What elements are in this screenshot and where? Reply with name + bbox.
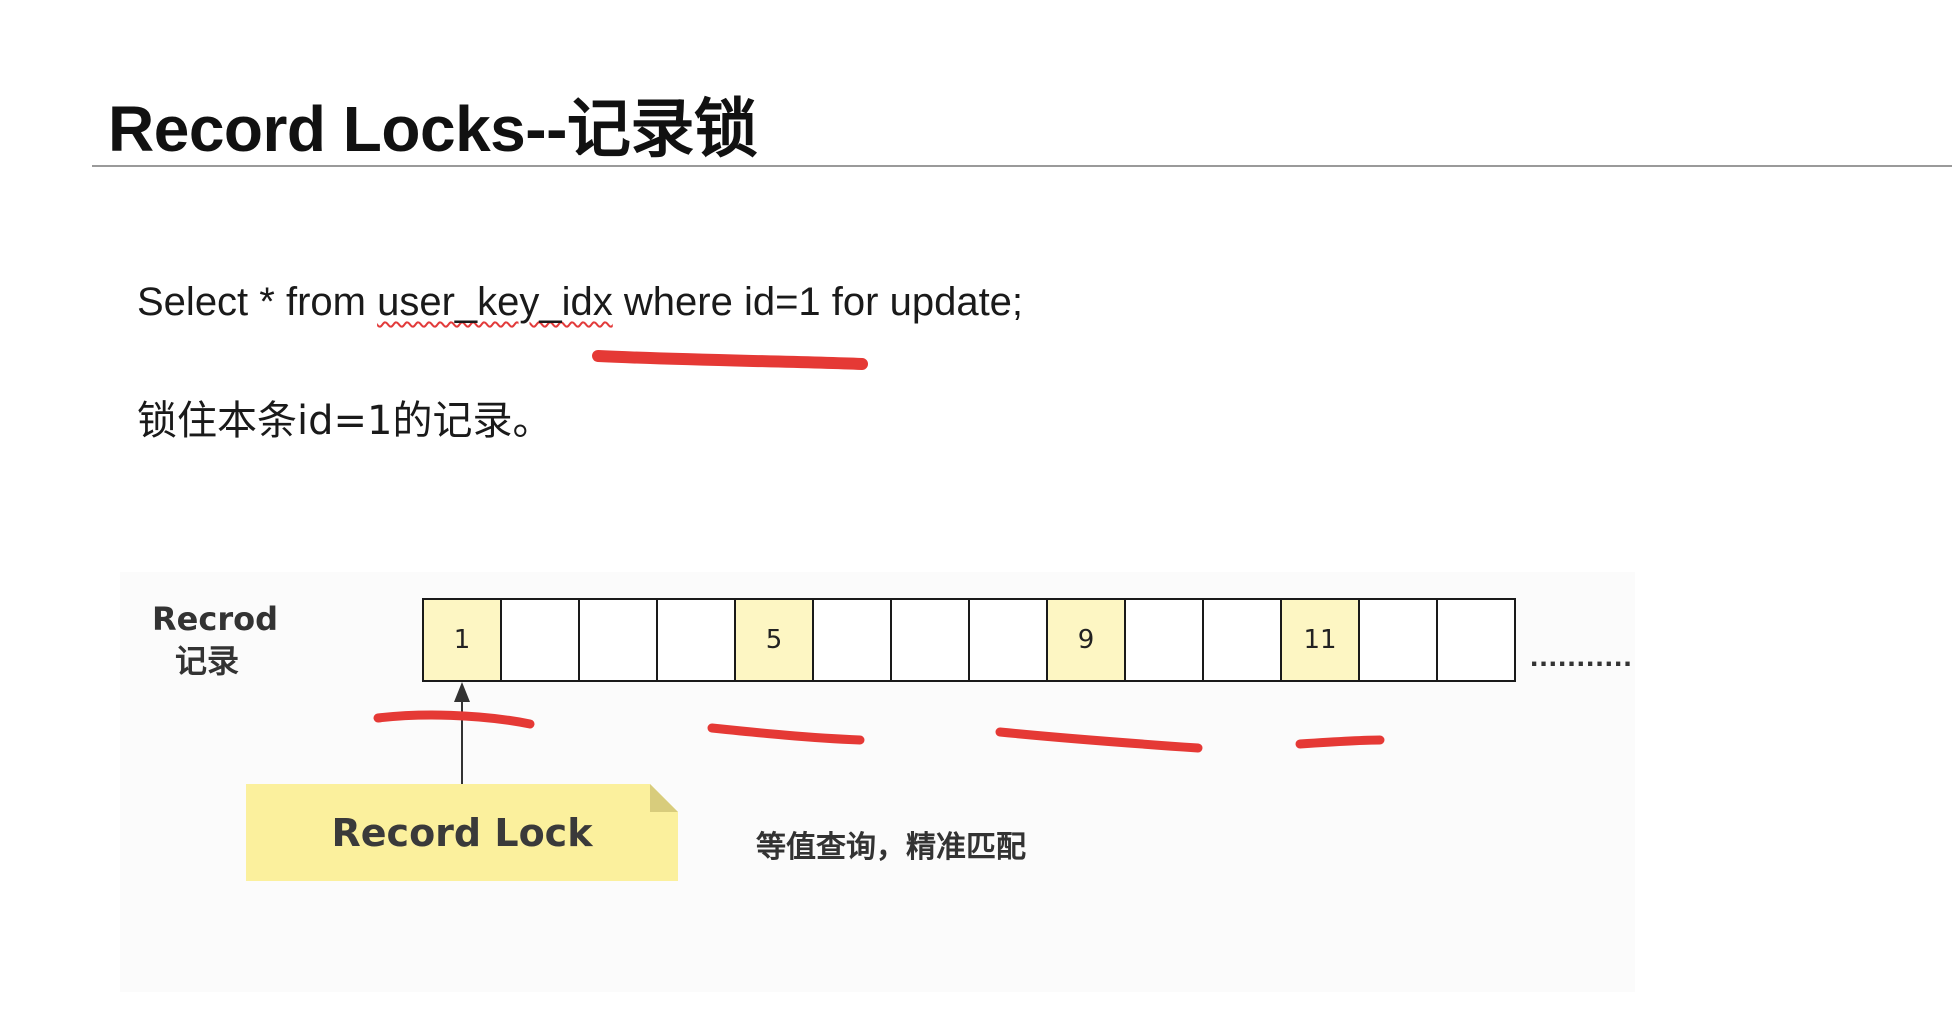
red-mark-cell-11 — [1295, 735, 1385, 749]
record-lock-note — [246, 784, 678, 881]
sql-table-name: user_key_idx — [377, 280, 613, 324]
record-row: 1 5 9 11 — [422, 598, 1516, 682]
sql-suffix: where id=1 for update; — [612, 280, 1024, 324]
record-cell — [580, 600, 658, 680]
red-underline-sql — [592, 350, 868, 370]
ellipsis: ........... — [1530, 640, 1633, 673]
record-cell — [1126, 600, 1204, 680]
record-lock-label: Record Lock — [331, 810, 593, 855]
record-cell — [658, 600, 736, 680]
record-cell — [970, 600, 1048, 680]
sql-statement: Select * from user_key_idx where id=1 fo… — [137, 280, 1023, 325]
row-label-en: Recrod — [152, 600, 278, 638]
title-divider — [92, 165, 1952, 167]
record-cell — [814, 600, 892, 680]
record-cell — [502, 600, 580, 680]
red-mark-cell-5 — [707, 723, 865, 745]
record-cell — [1204, 600, 1282, 680]
arrow-up-icon — [454, 682, 470, 702]
red-mark-cell-1 — [373, 710, 535, 729]
red-mark-cell-9 — [995, 727, 1203, 753]
record-cell — [892, 600, 970, 680]
caption-equality-query: 等值查询，精准匹配 — [756, 830, 1026, 865]
record-cell: 9 — [1048, 600, 1126, 680]
record-cell: 5 — [736, 600, 814, 680]
record-cell: 1 — [424, 600, 502, 680]
record-cell — [1438, 600, 1514, 680]
record-cell — [1360, 600, 1438, 680]
row-label-zh: 记录 — [174, 642, 239, 680]
row-label: Recrod 记录 — [152, 598, 278, 682]
slide-title: Record Locks--记录锁 — [108, 93, 758, 165]
record-cell: 11 — [1282, 600, 1360, 680]
sql-prefix: Select * from — [137, 280, 378, 324]
description-text: 锁住本条id=1的记录。 — [137, 398, 553, 444]
